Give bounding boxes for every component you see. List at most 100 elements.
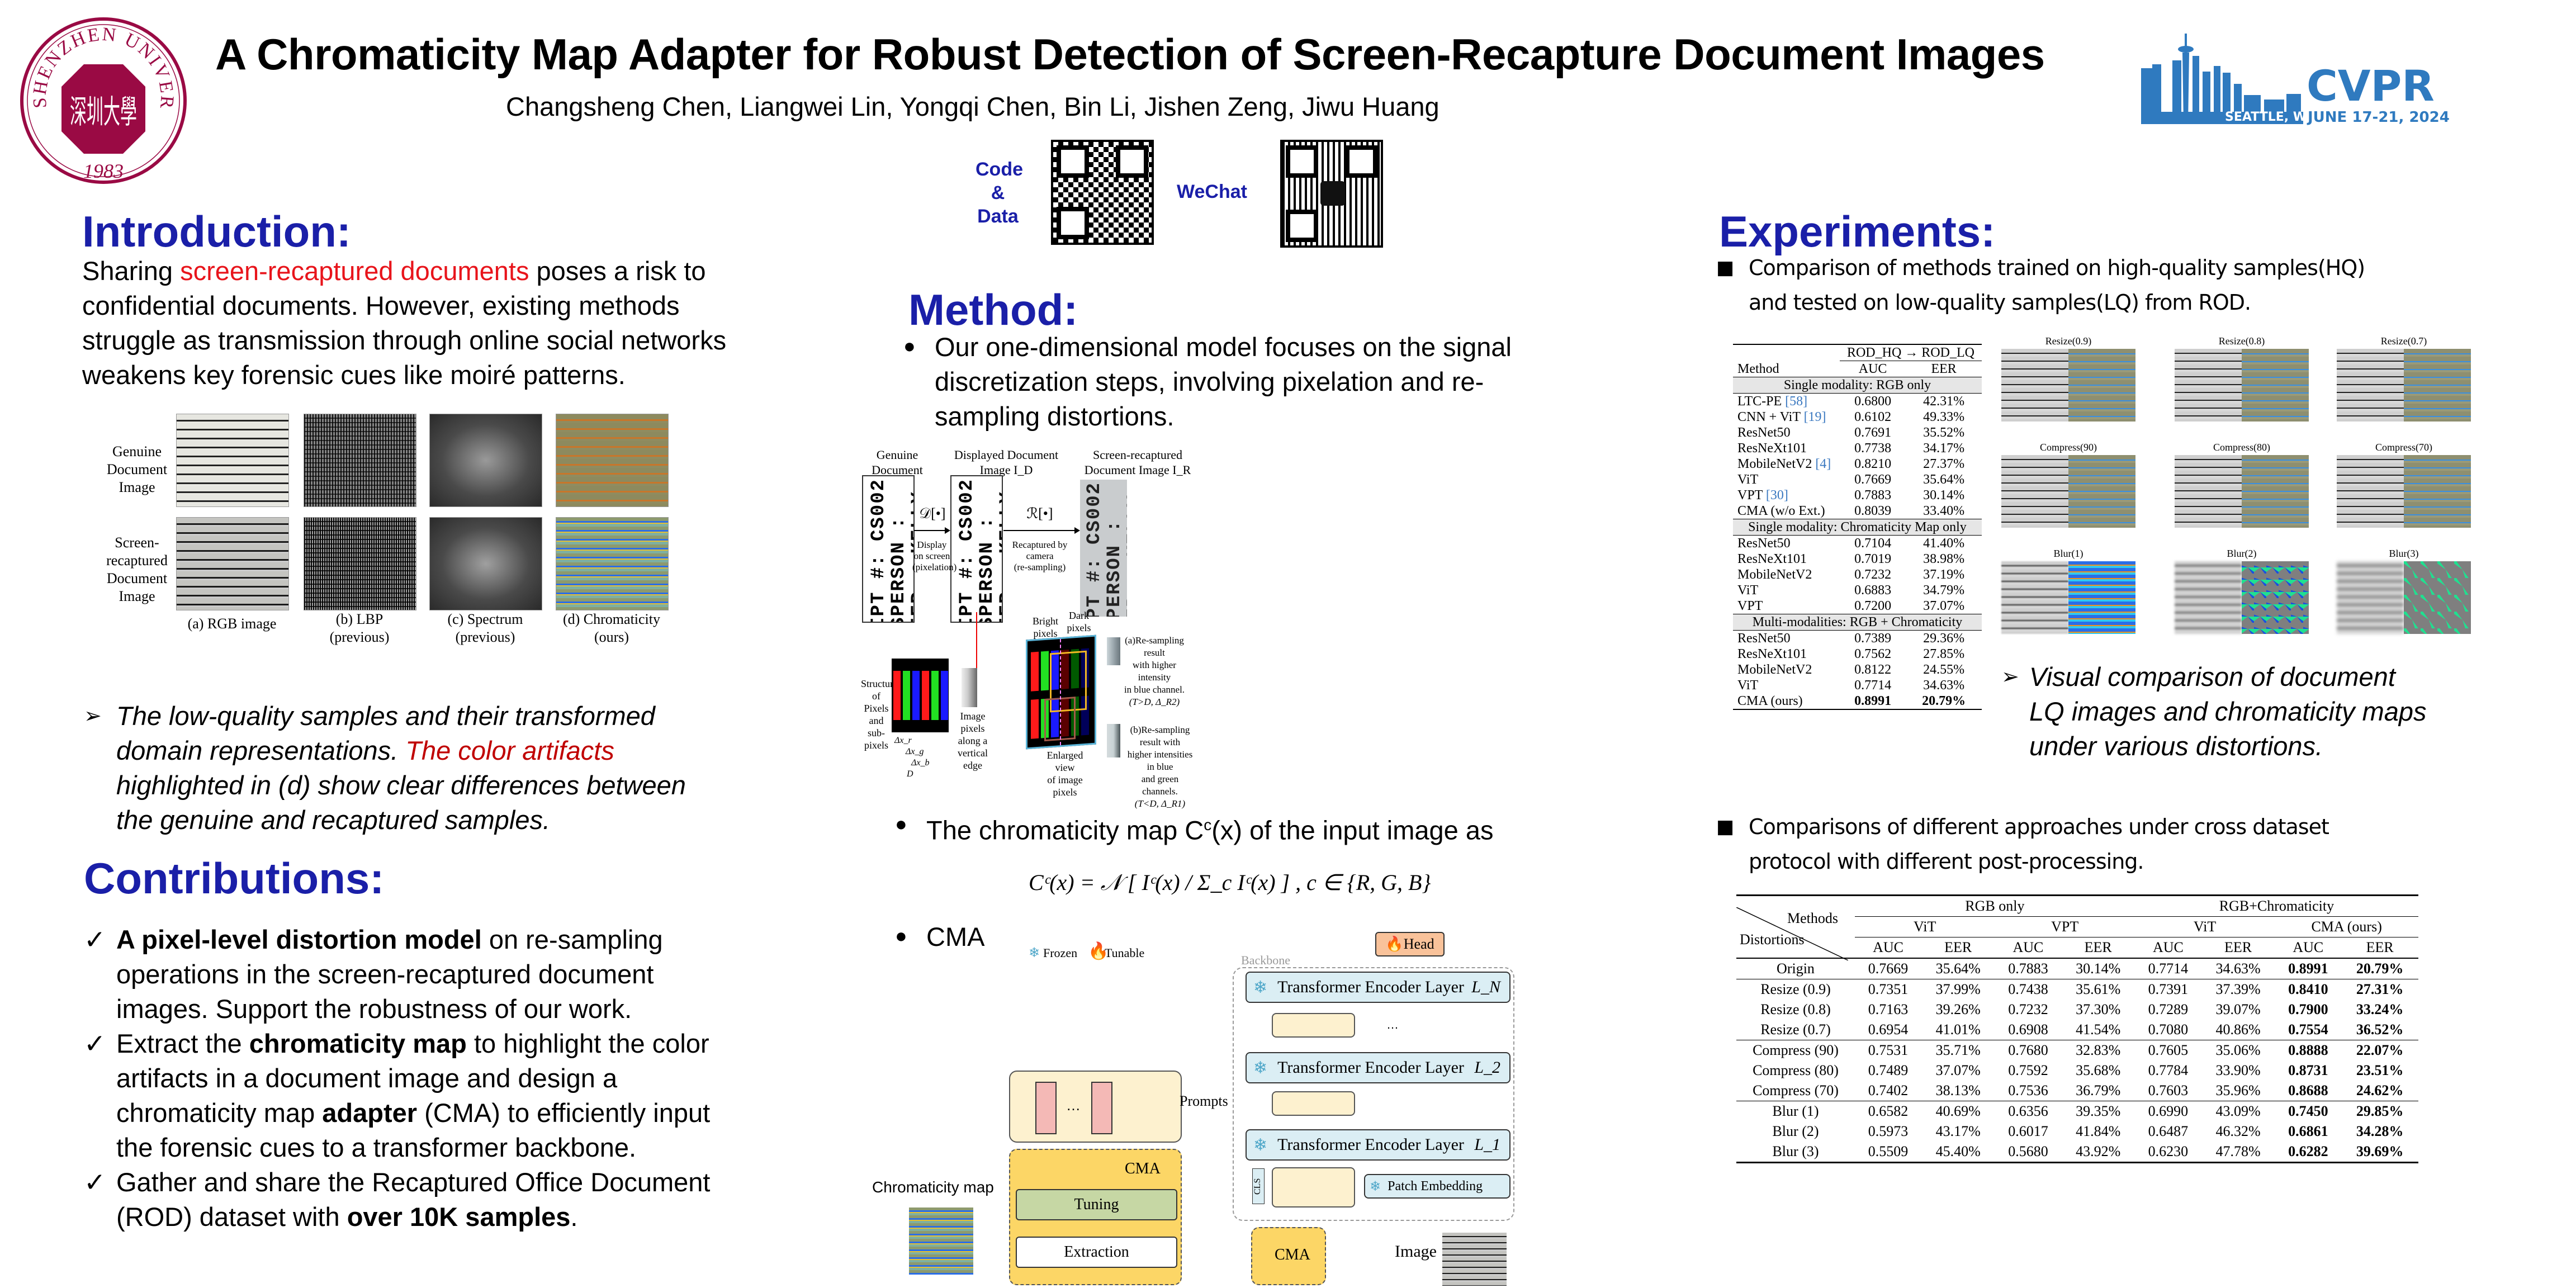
qr-label-line: Data: [977, 206, 1019, 227]
method-bullet-3: ● CMA: [892, 920, 984, 954]
distortion-thumbnail-grid: Resize(0.9)Resize(0.8)Resize(0.7)Compres…: [2001, 335, 2482, 634]
bullet-dot-icon: ●: [895, 812, 907, 835]
auc-cell: 0.7163: [1868, 1001, 1909, 1017]
intro-text: Sharing: [82, 256, 181, 286]
cma-label: CMA: [1125, 1160, 1161, 1177]
eer-cell: 37.39%: [2215, 981, 2261, 997]
auc-cell: 0.6954: [1868, 1021, 1909, 1038]
table1-col-auc: AUC: [1858, 362, 1887, 376]
eer-cell: 46.32%: [2215, 1123, 2261, 1139]
eer-cell: 41.84%: [2076, 1123, 2121, 1139]
cvpr-location: SEATTLE, WA: [2225, 110, 2315, 124]
intro-text: confidential documents. However, existin…: [82, 291, 680, 320]
wechat-qr-code-icon[interactable]: [1280, 140, 1383, 248]
metric-header: EER: [2366, 939, 2394, 955]
head-block: 🔥Head: [1375, 932, 1445, 956]
auc-cell: 0.6883: [1854, 583, 1892, 598]
patch-embedding: ❄Patch Embedding: [1364, 1174, 1510, 1199]
checkmark-icon: ✓: [84, 1029, 106, 1058]
table2-method-header: VPT: [1995, 916, 2135, 937]
eer-cell: 47.78%: [2215, 1143, 2261, 1159]
table-hq-to-lq: ROD_HQ → ROD_LQ Method AUC EER Single mo…: [1733, 344, 1982, 710]
legend-tunable: Tunable: [1105, 946, 1145, 960]
eer-cell: 41.40%: [1923, 536, 1965, 551]
auc-cell: 0.6017: [2008, 1123, 2048, 1139]
eer-cell: 35.71%: [1935, 1042, 1981, 1058]
thumbnail-caption: Compress(90): [2040, 442, 2097, 453]
method-cell: ResNeXt101: [1737, 647, 1807, 661]
auc-cell: 0.7883: [1854, 488, 1892, 503]
table2-group-rgb: RGB only: [1855, 895, 2135, 917]
distortion-thumbnail: [2001, 561, 2135, 634]
intro-text: weakens key forensic cues like moiré pat…: [82, 360, 626, 390]
flame-icon: 🔥: [1088, 942, 1109, 960]
eer-cell: 38.13%: [1935, 1082, 1981, 1098]
auc-cell: 0.5509: [1868, 1143, 1909, 1159]
eer-cell: 49.33%: [1923, 410, 1965, 424]
metric-header: AUC: [1873, 939, 1903, 955]
auc-cell: 0.6487: [2148, 1123, 2189, 1139]
eer-cell: 40.69%: [1935, 1103, 1981, 1119]
wechat-icon: [1320, 181, 1345, 206]
table1-section-header: Multi-modalities: RGB + Chromaticity: [1733, 614, 1982, 631]
distortion-cell: Origin: [1777, 960, 1815, 977]
genuine-spectrum-image: [429, 414, 542, 507]
eer-cell: 20.79%: [2356, 960, 2404, 977]
eer-cell: 29.36%: [1923, 631, 1965, 646]
section-title: Multi-modalities: RGB + Chromaticity: [1733, 614, 1982, 631]
auc-cell: 0.8210: [1854, 457, 1892, 471]
auc-cell: 0.8731: [2288, 1062, 2328, 1078]
note-text: the genuine and recaptured samples.: [116, 805, 551, 835]
thumbnail-caption: Resize(0.7): [2380, 335, 2427, 347]
wechat-label: WeChat: [1177, 181, 1247, 202]
edge-pixels-image: [962, 668, 977, 707]
extraction-block: Extraction: [1016, 1237, 1177, 1268]
eer-cell: 35.68%: [2076, 1062, 2121, 1078]
eer-cell: 43.92%: [2076, 1143, 2121, 1159]
subpixel-green: [903, 671, 910, 720]
eer-cell: 37.07%: [1923, 599, 1965, 613]
eer-cell: 36.79%: [2076, 1082, 2121, 1098]
table2-method-header: ViT: [2134, 916, 2275, 937]
distortion-thumbnail: [2001, 455, 2135, 528]
auc-cell: 0.6800: [1854, 394, 1892, 409]
method-cell: VPT [30]: [1737, 488, 1788, 503]
distortion-cell: Compress (80): [1753, 1062, 1839, 1078]
code-data-qr-code-icon[interactable]: [1051, 140, 1154, 245]
cvpr-name: CVPR: [2307, 61, 2435, 111]
eer-cell: 27.37%: [1923, 457, 1965, 471]
table2-corner-cell: Methods Distortions: [1736, 896, 1855, 960]
university-glyphs: 深圳大學: [70, 93, 137, 131]
distortion-thumbnail: [2175, 561, 2309, 634]
method-cell: ResNet50: [1737, 631, 1791, 646]
auc-cell: 0.6908: [2008, 1021, 2048, 1038]
table1-col-eer: EER: [1931, 362, 1957, 376]
result-a-swatch: [1107, 637, 1120, 665]
introduction-paragraph: Sharing screen-recaptured documents pose…: [82, 254, 809, 392]
eer-cell: 41.54%: [2076, 1021, 2121, 1038]
eer-cell: 20.79%: [1922, 694, 1966, 708]
eer-cell: 35.06%: [2215, 1042, 2261, 1058]
table1-col-method: Method: [1737, 361, 1779, 376]
chromaticity-formula: Cᶜ(x) = 𝒩 [ Iᶜ(x) / Σ_c Iᶜ(x) ] , c ∈ {R…: [1029, 870, 1431, 895]
genuine-document-image: IPT #: CS002 SPERSON : IER : KELLY: [862, 475, 915, 623]
intro-text: struggle as transmission through online …: [82, 325, 727, 355]
col-label-spectrum: (c) Spectrum(previous): [447, 611, 523, 645]
auc-cell: 0.6282: [2288, 1143, 2328, 1159]
method-heading: Method:: [908, 285, 1078, 334]
eer-cell: 23.51%: [2356, 1062, 2404, 1078]
section-title: Single modality: Chromaticity Map only: [1733, 519, 1982, 536]
thumbnail-caption: Resize(0.9): [2045, 335, 2092, 347]
auc-cell: 0.6582: [1868, 1103, 1909, 1119]
eer-cell: 37.07%: [1935, 1062, 1981, 1078]
